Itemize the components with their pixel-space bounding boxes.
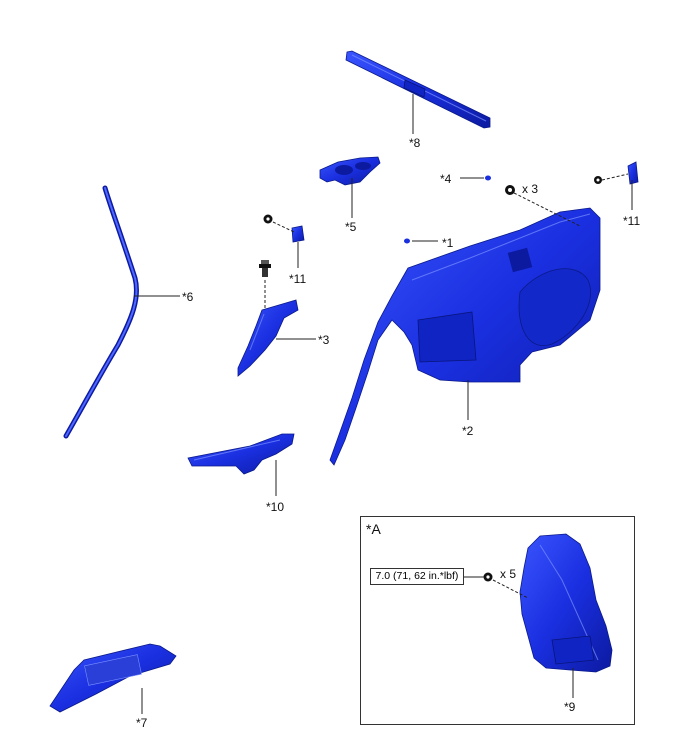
screw-icon [594,176,602,184]
detail-panel-a [360,516,635,725]
detail-panel-title: *A [366,521,381,537]
screw-icon [505,185,515,195]
callout-8: *8 [409,136,421,150]
part-6-weatherstrip [63,185,139,439]
callout-2: *2 [462,424,474,438]
part-8-rail [345,50,491,129]
callout-4: *4 [440,172,452,186]
part-7-scuff-plate [49,643,177,713]
torque-spec-box: 7.0 (71, 62 in.*lbf) [370,568,464,585]
callout-11-right: *11 [623,214,641,228]
part-11-clip-center [291,225,305,243]
callout-6: *6 [182,290,194,304]
part-9-detail [519,533,613,673]
screw-icon [483,572,493,582]
callout-10: *10 [266,500,285,514]
callout-5: *5 [345,220,357,234]
part-10-lower-trim [187,433,295,475]
part-2-quarter-trim [329,207,601,466]
clip-4 [485,175,491,181]
clip-1 [404,238,410,244]
callout-3: *3 [318,333,330,347]
clip-11-right [627,161,639,185]
push-clip-icon [259,260,271,277]
part-5-holder [319,156,381,186]
part-3-pillar-trim [237,299,299,377]
quantity-3: x 3 [522,182,539,196]
screw-icon [263,214,273,224]
callout-11-center: *11 [289,272,307,286]
callout-7: *7 [136,716,148,730]
quantity-5: x 5 [500,567,517,581]
callout-9: *9 [564,700,576,714]
callout-1: *1 [442,236,454,250]
